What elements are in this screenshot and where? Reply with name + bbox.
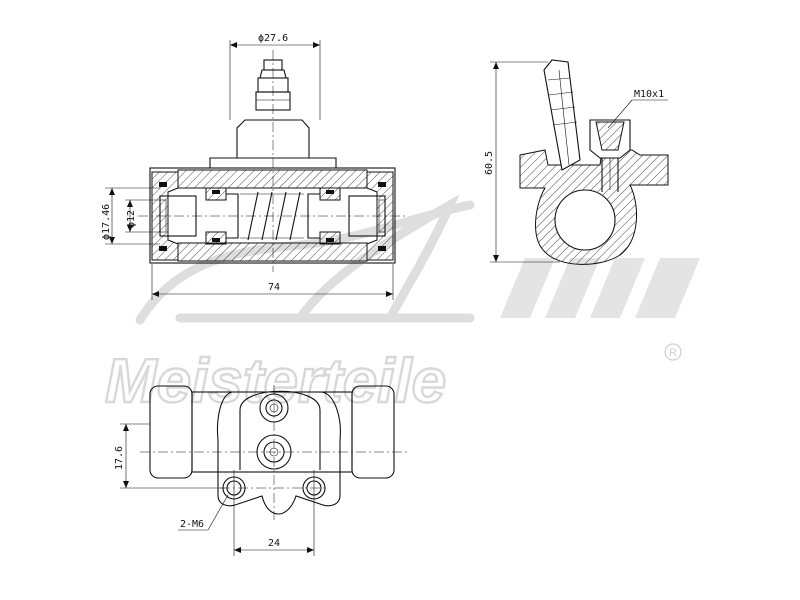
watermark-registered: R (669, 347, 677, 359)
upper-boss (236, 119, 310, 158)
side-section-view: 60.5 M10x1 (484, 59, 669, 265)
watermark-brand: Meisterteile (105, 347, 446, 416)
dim-bolt-spacing: 24 (268, 538, 280, 549)
bleeder-nipple (255, 59, 291, 111)
side-bleeder (543, 59, 581, 171)
dim-top-bore-width: ϕ27.6 (258, 33, 288, 44)
dim-overall-length: 74 (268, 282, 280, 293)
spring (240, 191, 304, 241)
dim-inner-diameter: ϕ12 (126, 210, 137, 228)
cylinder-body (149, 167, 396, 264)
watermark-stripes (500, 258, 700, 318)
dim-height: 60.5 (484, 151, 495, 175)
bottom-boss (239, 390, 321, 470)
dim-outer-diameter: ϕ17.46 (101, 204, 112, 240)
dim-thread: M10x1 (634, 89, 664, 100)
lower-wall-hatch (177, 242, 368, 262)
dim-bolts: 2-M6 (180, 519, 204, 530)
watermark: Meisterteile R (104, 194, 700, 417)
thread-port (589, 119, 631, 192)
side-bore (554, 189, 616, 251)
dim-vertical-offset: 17.6 (114, 446, 125, 470)
piston-seals (205, 187, 341, 245)
bottom-view: 17.6 2-M6 24 (114, 385, 408, 556)
upper-wall-hatch (177, 169, 368, 189)
front-section-view: ϕ27.6 ϕ17.46 ϕ12 74 (101, 33, 408, 300)
mounting-flange (216, 391, 341, 515)
watermark-registered-mark (664, 343, 682, 361)
